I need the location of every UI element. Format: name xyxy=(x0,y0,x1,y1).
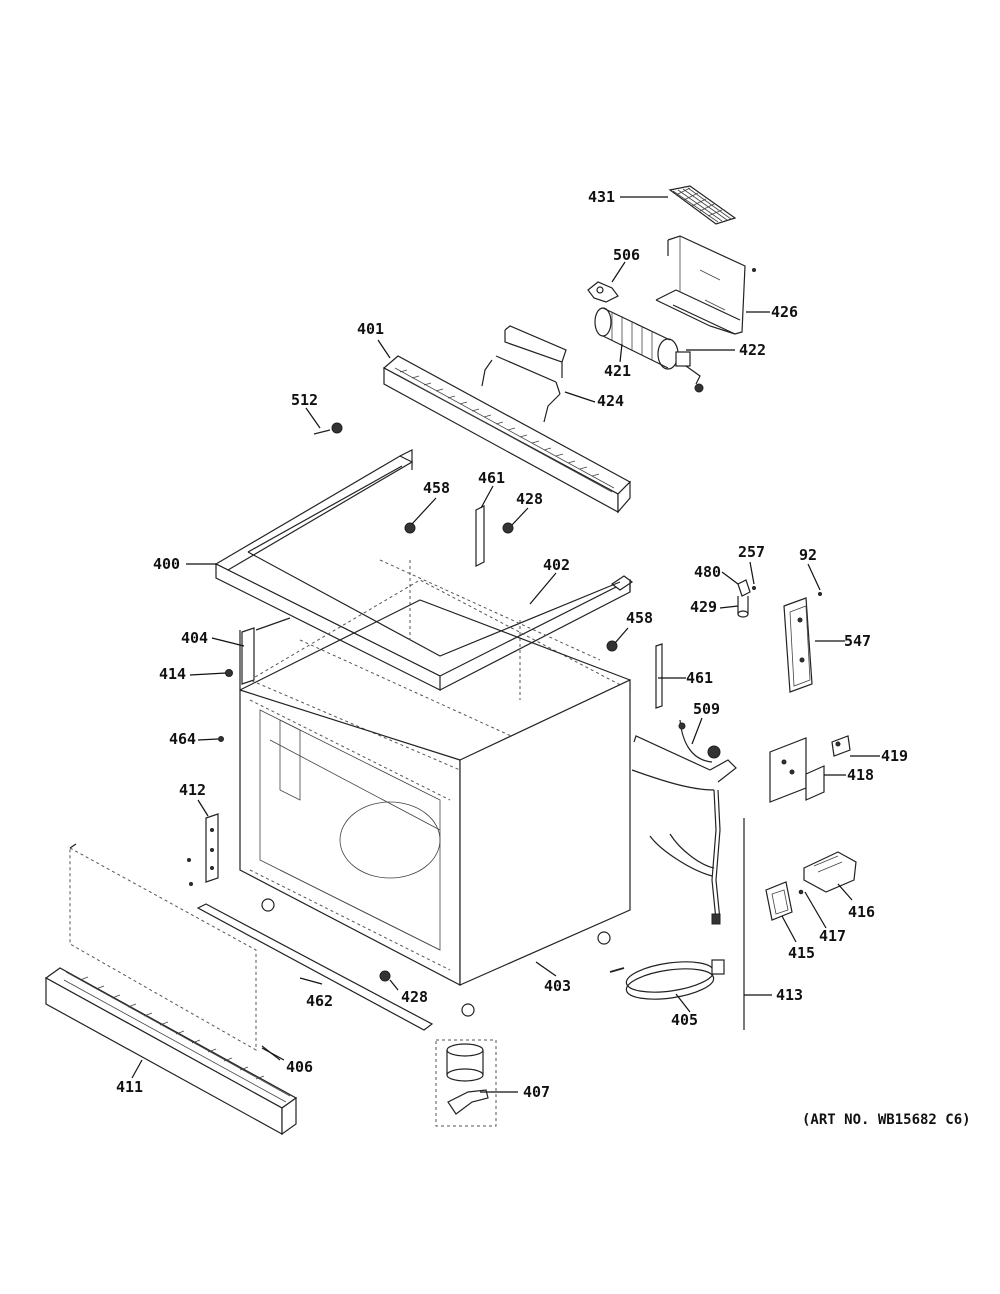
callout-401: 401 xyxy=(357,320,385,338)
callout-428-top: 428 xyxy=(516,490,544,508)
part-403-cabinet xyxy=(239,599,631,1017)
callout-406: 406 xyxy=(286,1058,314,1076)
callout-419: 419 xyxy=(881,747,909,765)
part-405-power-cord xyxy=(609,959,725,1000)
part-411-toe-kick xyxy=(44,967,298,1136)
callout-417: 417 xyxy=(819,927,847,945)
callout-400: 400 xyxy=(153,555,181,573)
part-431-vent-grille xyxy=(668,185,737,225)
callout-405: 405 xyxy=(671,1011,699,1029)
callout-431: 431 xyxy=(588,188,616,206)
part-418-bracket xyxy=(769,737,825,803)
part-419-switch xyxy=(831,735,851,757)
part-92-screw xyxy=(818,592,822,596)
part-458-nut-top xyxy=(404,522,416,534)
callout-416: 416 xyxy=(848,903,876,921)
part-547-control-board xyxy=(783,597,813,693)
part-414-screw xyxy=(225,669,233,677)
callout-407: 407 xyxy=(523,1083,551,1101)
callout-402: 402 xyxy=(543,556,571,574)
part-404-side-bracket xyxy=(241,627,255,685)
callout-458-right: 458 xyxy=(626,609,654,627)
part-461-strip-top xyxy=(475,505,485,567)
callout-424: 424 xyxy=(597,392,625,410)
callout-462: 462 xyxy=(306,992,334,1010)
leader-lines xyxy=(131,196,880,1093)
part-424-bracket xyxy=(481,325,567,423)
part-416-bracket xyxy=(803,851,857,893)
callout-422: 422 xyxy=(739,341,767,359)
callout-426: 426 xyxy=(771,303,799,321)
part-257-screw xyxy=(752,586,756,590)
callout-506: 506 xyxy=(613,246,641,264)
art-number: (ART NO. WB15682 C6) xyxy=(802,1112,971,1128)
part-509-wire-harness xyxy=(631,719,737,925)
callout-480: 480 xyxy=(694,563,722,581)
part-400-top-frame xyxy=(214,449,634,692)
callout-509: 509 xyxy=(693,700,721,718)
callout-404: 404 xyxy=(181,629,209,647)
part-417-screw xyxy=(798,889,804,895)
callout-421: 421 xyxy=(604,362,632,380)
part-428-clip-top xyxy=(502,522,514,534)
callout-257: 257 xyxy=(738,543,766,561)
callout-414: 414 xyxy=(159,665,187,683)
part-421-blower-motor xyxy=(594,307,704,393)
callout-411: 411 xyxy=(116,1078,144,1096)
callout-412: 412 xyxy=(179,781,207,799)
part-461-strip-right xyxy=(655,643,663,709)
part-401-vent-trim xyxy=(382,355,631,514)
part-429-fuse xyxy=(737,596,749,618)
callout-458-top: 458 xyxy=(423,479,451,497)
part-512-screw xyxy=(313,422,343,435)
part-506-bracket xyxy=(587,281,619,303)
part-458-nut-right xyxy=(606,640,618,652)
callout-547: 547 xyxy=(844,632,872,650)
part-464-screw xyxy=(218,736,224,742)
part-480-clip xyxy=(737,579,751,597)
part-462-strip xyxy=(196,903,434,1031)
callout-92: 92 xyxy=(799,546,818,564)
callout-429: 429 xyxy=(690,598,718,616)
callout-461-right: 461 xyxy=(686,669,714,687)
callout-415: 415 xyxy=(788,944,816,962)
part-415-bracket xyxy=(765,881,793,921)
callout-512: 512 xyxy=(291,391,319,409)
callout-418: 418 xyxy=(847,766,875,784)
callout-464: 464 xyxy=(169,730,197,748)
callout-428-bottom: 428 xyxy=(401,988,429,1006)
part-426-fan-housing xyxy=(655,235,756,335)
callout-403: 403 xyxy=(544,977,572,995)
part-412-bracket xyxy=(187,813,219,886)
callout-461-top: 461 xyxy=(478,469,506,487)
part-407-anti-tip-kit xyxy=(435,1039,497,1127)
callout-413: 413 xyxy=(776,986,804,1004)
